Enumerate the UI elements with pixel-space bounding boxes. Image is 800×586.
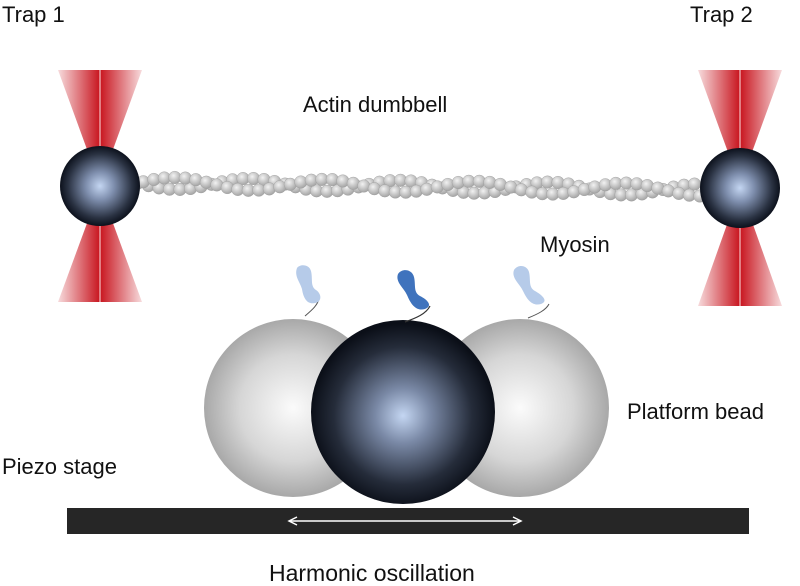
platform-bead-center xyxy=(311,320,495,504)
trap1-label: Trap 1 xyxy=(2,2,65,27)
actin-filament xyxy=(131,170,707,203)
oscillation-arrow xyxy=(287,516,523,526)
myosin-left xyxy=(296,265,321,317)
trap1-bead xyxy=(60,146,140,226)
myosin-label: Myosin xyxy=(540,232,610,257)
actin-monomer xyxy=(688,177,702,191)
trap2-bead xyxy=(700,148,780,228)
piezo-stage-label: Piezo stage xyxy=(2,454,117,479)
myosin-right xyxy=(513,266,550,319)
platform-bead-label: Platform bead xyxy=(627,399,764,424)
myosin-center xyxy=(397,270,431,323)
actin-dumbbell-label: Actin dumbbell xyxy=(303,92,448,117)
harmonic-oscillation-label: Harmonic oscillation xyxy=(269,560,475,586)
trap2-label: Trap 2 xyxy=(690,2,753,27)
